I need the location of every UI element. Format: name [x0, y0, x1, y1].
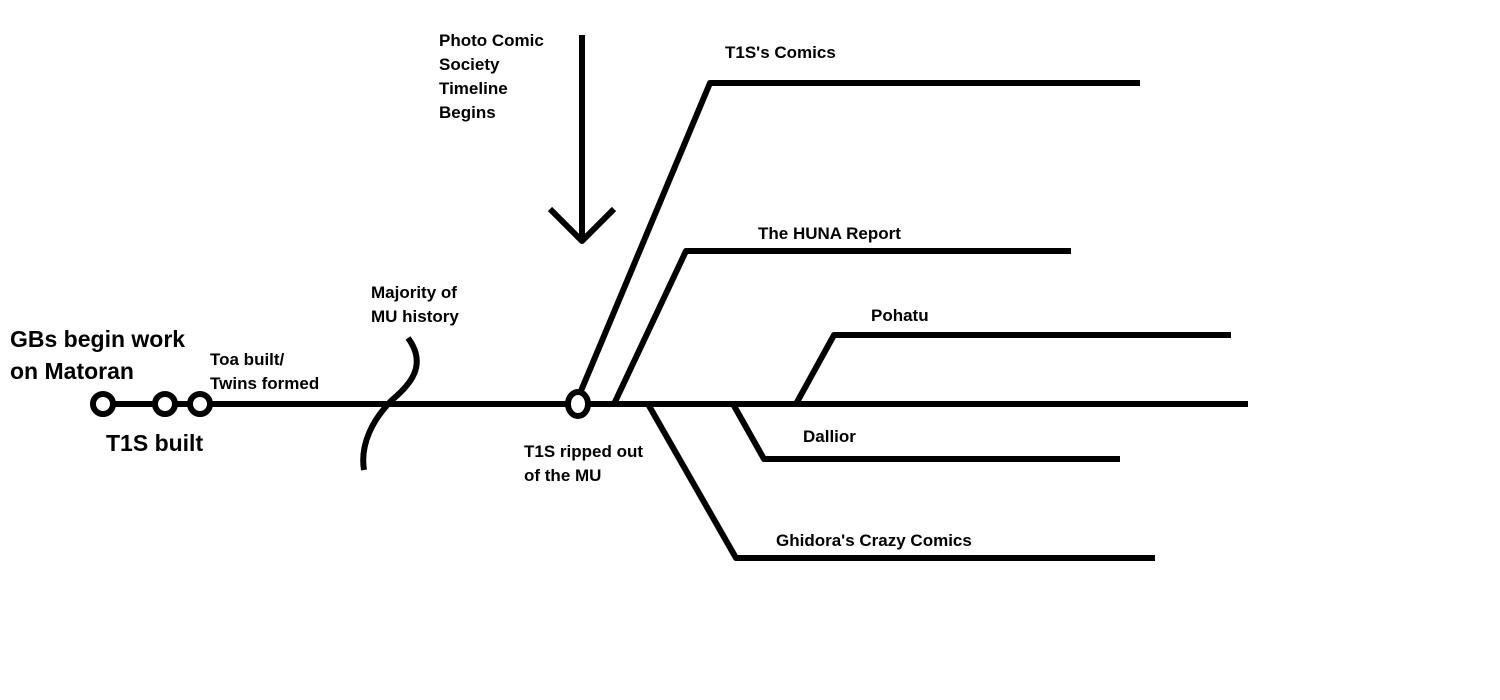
branch-dallior [730, 402, 1120, 462]
label-toa-built: Toa built/ Twins formed [210, 348, 319, 396]
label-pcs-line-1: Photo Comic [439, 31, 544, 50]
label-ripped-line-1: T1S ripped out [524, 442, 643, 461]
label-gbs-line-2: on Matoran [10, 358, 134, 384]
label-pcs-timeline-begins: Photo Comic Society Timeline Begins [439, 29, 544, 125]
branch-pohatu [793, 332, 1231, 406]
label-toa-line-2: Twins formed [210, 374, 320, 393]
branch-huna-report [611, 248, 1071, 406]
label-toa-line-1: Toa built/ [210, 350, 285, 369]
label-majority-line-1: Majority of [371, 283, 457, 302]
timeline-begins-arrow-head [547, 206, 617, 244]
label-branch-pohatu: Pohatu [871, 306, 929, 325]
event-node-gbs [90, 391, 116, 417]
branch-ghidora [645, 402, 1155, 561]
history-break-squiggle [360, 336, 420, 471]
label-t1s-ripped-out: T1S ripped out of the MU [524, 440, 643, 488]
label-t1s-built: T1S built [106, 430, 204, 456]
label-branch-ghidora: Ghidora's Crazy Comics [776, 531, 972, 550]
event-node-toa [187, 391, 213, 417]
label-branch-dallior: Dallior [803, 427, 856, 446]
label-ripped-line-2: of the MU [524, 466, 602, 485]
label-pcs-line-2: Society [439, 55, 500, 74]
label-pcs-line-4: Begins [439, 103, 496, 122]
label-gbs-begin-work: GBs begin work on Matoran [10, 323, 185, 387]
label-majority-line-2: MU history [371, 307, 459, 326]
event-node-t1s-ripped [565, 389, 591, 419]
label-majority-mu-history: Majority of MU history [371, 281, 459, 329]
label-branch-huna-report: The HUNA Report [758, 224, 901, 243]
event-node-t1s-built [152, 391, 178, 417]
label-pcs-line-3: Timeline [439, 79, 508, 98]
branch-t1s-comics [575, 80, 1140, 400]
label-gbs-line-1: GBs begin work [10, 326, 186, 352]
label-branch-t1s-comics: T1S's Comics [725, 43, 836, 62]
